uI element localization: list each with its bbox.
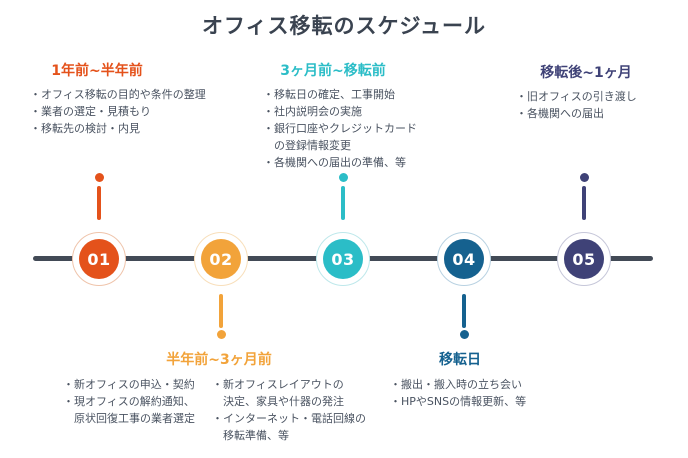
connector-stem	[341, 186, 345, 220]
milestone-node-05: 05	[557, 173, 611, 286]
list-item: ・移転先の検討・内見	[30, 122, 140, 135]
connector-stem	[462, 294, 466, 328]
milestone-number: 05	[572, 249, 596, 269]
list-item: ・現オフィスの解約通知、 原状回復工事の業者選定	[63, 395, 195, 425]
phase-items-4: ・搬出・搬入時の立ち会い ・HPやSNSの情報更新、等	[390, 376, 526, 410]
connector-dot	[94, 173, 104, 182]
phase-items-5: ・旧オフィスの引き渡し ・各機関への届出	[516, 88, 637, 122]
connector-stem	[219, 294, 223, 328]
milestone-ring: 02	[194, 232, 248, 286]
milestone-circle: 01	[79, 239, 119, 279]
phase-items-2-col1: ・新オフィスの申込・契約 ・現オフィスの解約通知、 原状回復工事の業者選定	[63, 376, 195, 427]
connector-dot	[338, 173, 348, 182]
milestone-number: 02	[209, 249, 233, 269]
list-item: ・業者の選定・見積もり	[30, 105, 151, 118]
list-item: ・各機関への届出	[516, 107, 604, 120]
page-title: オフィス移転のスケジュール	[201, 14, 487, 38]
phase-label-5: 移転後~1ヶ月	[540, 65, 632, 81]
phase-items-3: ・移転日の確定、工事開始 ・社内説明会の実施 ・銀行口座やクレジットカード の登…	[263, 86, 417, 171]
phase-items-1: ・オフィス移転の目的や条件の整理 ・業者の選定・見積もり ・移転先の検討・内見	[30, 86, 206, 137]
milestone-ring: 04	[437, 232, 491, 286]
connector-dot	[216, 330, 226, 339]
list-item: ・社内説明会の実施	[263, 105, 362, 118]
connector-stem	[582, 186, 586, 220]
milestone-circle: 05	[564, 239, 604, 279]
milestone-node-04: 04	[437, 232, 491, 339]
list-item: ・移転日の確定、工事開始	[263, 88, 395, 101]
milestone-number: 04	[452, 249, 476, 269]
milestone-number: 01	[87, 249, 111, 269]
list-item: ・旧オフィスの引き渡し	[516, 90, 637, 103]
milestone-ring: 05	[557, 232, 611, 286]
phase-items-2-col2: ・新オフィスレイアウトの 決定、家具や什器の発注 ・インターネット・電話回線の …	[212, 376, 366, 444]
list-item: ・搬出・搬入時の立ち会い	[390, 378, 522, 391]
milestone-ring: 03	[316, 232, 370, 286]
list-item: ・インターネット・電話回線の 移転準備、等	[212, 412, 366, 442]
phase-label-1: 1年前~半年前	[51, 63, 143, 79]
milestone-circle: 02	[201, 239, 241, 279]
milestone-circle: 03	[323, 239, 363, 279]
milestone-node-03: 03	[316, 173, 370, 286]
phase-label-4: 移転日	[439, 352, 481, 368]
milestone-number: 03	[331, 249, 355, 269]
list-item: ・新オフィスの申込・契約	[63, 378, 195, 391]
list-item: ・新オフィスレイアウトの 決定、家具や什器の発注	[212, 378, 344, 408]
milestone-ring: 01	[72, 232, 126, 286]
connector-dot	[459, 330, 469, 339]
phase-label-2: 半年前~3ヶ月前	[166, 352, 272, 368]
connector-stem	[97, 186, 101, 220]
list-item: ・銀行口座やクレジットカード の登録情報変更	[263, 122, 417, 152]
phase-label-3: 3ヶ月前~移転前	[280, 63, 386, 79]
milestone-node-01: 01	[72, 173, 126, 286]
list-item: ・各機関への届出の準備、等	[263, 156, 406, 169]
list-item: ・オフィス移転の目的や条件の整理	[30, 88, 206, 101]
milestone-circle: 04	[444, 239, 484, 279]
milestone-node-02: 02	[194, 232, 248, 339]
connector-dot	[579, 173, 589, 182]
list-item: ・HPやSNSの情報更新、等	[390, 395, 527, 408]
